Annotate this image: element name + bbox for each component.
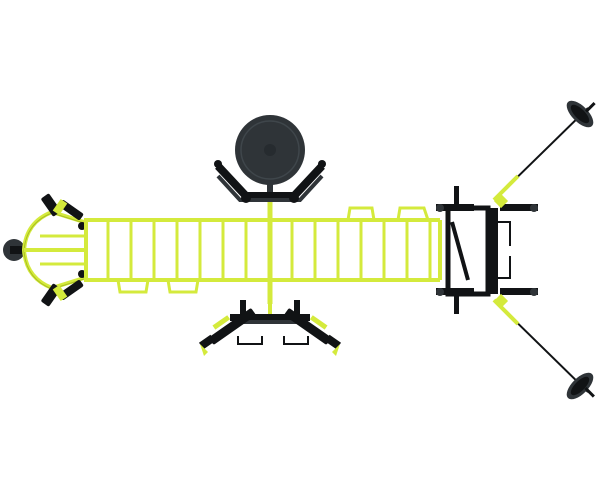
left-diagonal-arm xyxy=(198,308,256,356)
left-head-station xyxy=(3,193,86,307)
left-upper-arm xyxy=(41,193,86,230)
right-u-handle xyxy=(283,336,309,345)
round-seat-station xyxy=(214,115,326,203)
right-diagonal-arm xyxy=(284,308,342,356)
squat-rack-station xyxy=(436,186,538,314)
barbell-lower xyxy=(492,298,595,400)
left-lower-arm xyxy=(41,270,86,307)
left-u-handle xyxy=(237,336,263,345)
ladder-frame xyxy=(84,196,442,304)
barbell-upper xyxy=(492,100,596,202)
dual-arm-station xyxy=(198,296,342,356)
